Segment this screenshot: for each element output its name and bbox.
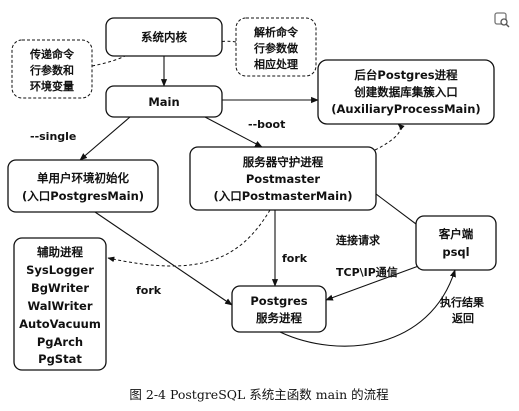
- label-fork-service: fork: [282, 252, 308, 265]
- label-single: --single: [30, 130, 76, 143]
- edge-main-single: [79, 116, 131, 161]
- node-postgres-service: Postgres 服务进程: [231, 285, 327, 333]
- label-boot: --boot: [248, 118, 285, 131]
- edges: [79, 40, 456, 347]
- node-client-line-2: psql: [442, 245, 469, 259]
- note-pass-line-3: 环境变量: [30, 79, 74, 93]
- edge-postmaster-background: [374, 123, 405, 151]
- node-aux-syslogger: SysLogger: [26, 263, 94, 277]
- edge-main-postmaster: [204, 116, 263, 148]
- label-result-line-1: 执行结果: [440, 295, 484, 309]
- note-parse-line-2: 行参数做: [253, 41, 299, 55]
- node-aux-pgstat: PgStat: [38, 352, 82, 366]
- node-client-line-1: 客户端: [438, 227, 474, 241]
- label-result-line-2: 返回: [452, 311, 474, 325]
- label-tcpip: TCP\IP通信: [336, 265, 398, 279]
- note-parse-line-3: 相应处理: [254, 57, 298, 71]
- node-postmaster: 服务器守护进程 Postmaster (入口PostmasterMain): [189, 146, 377, 211]
- node-single-user: 单用户环境初始化 (入口PostgresMain): [7, 159, 159, 213]
- label-fork-aux: fork: [136, 284, 162, 297]
- node-background-line-1: 后台Postgres进程: [354, 68, 458, 82]
- node-postmaster-line-2: Postmaster: [246, 172, 321, 186]
- node-main-label: Main: [148, 95, 179, 109]
- node-single-line-2: (入口PostgresMain): [22, 189, 144, 203]
- note-parse-args: 解析命令 行参数做 相应处理: [235, 17, 317, 77]
- label-connect: 连接请求: [336, 233, 381, 247]
- note-pass-line-2: 行参数和: [29, 63, 74, 77]
- edge-result-return: [279, 269, 456, 347]
- node-kernel-label: 系统内核: [141, 30, 187, 44]
- edge-single-service: [94, 211, 233, 306]
- node-service-line-2: 服务进程: [256, 311, 302, 325]
- node-auxiliary: 辅助进程 SysLogger BgWriter WalWriter AutoVa…: [13, 237, 107, 371]
- edge-labels: --single --boot fork fork 连接请求 TCP\IP通信 …: [30, 118, 484, 325]
- node-postmaster-line-3: (入口PostmasterMain): [213, 189, 352, 203]
- node-single-line-1: 单用户环境初始化: [37, 171, 129, 185]
- node-postmaster-line-1: 服务器守护进程: [243, 155, 324, 169]
- image-search-icon[interactable]: [494, 12, 510, 28]
- node-background-line-2: 创建数据库集簇入口: [353, 85, 458, 99]
- node-aux-bgwriter: BgWriter: [31, 281, 89, 295]
- figure-caption: 图 2-4 PostgreSQL 系统主函数 main 的流程: [129, 387, 389, 402]
- node-background-line-3: (AuxiliaryProcessMain): [331, 102, 480, 116]
- node-main: Main: [105, 85, 223, 118]
- note-pass-args: 传递命令 行参数和 环境变量: [11, 39, 93, 99]
- edge-postmaster-aux: [107, 209, 271, 267]
- edge-tcpip: [325, 263, 425, 301]
- node-kernel: 系统内核: [105, 17, 223, 57]
- node-aux-title: 辅助进程: [37, 245, 83, 259]
- node-aux-pgarch: PgArch: [37, 335, 83, 349]
- node-aux-walwriter: WalWriter: [27, 299, 92, 313]
- node-client: 客户端 psql: [415, 215, 497, 271]
- node-background: 后台Postgres进程 创建数据库集簇入口 (AuxiliaryProcess…: [317, 59, 495, 125]
- node-service-line-1: Postgres: [250, 294, 307, 308]
- note-parse-line-1: 解析命令: [254, 25, 299, 39]
- note-pass-line-1: 传递命令: [29, 47, 75, 61]
- node-aux-autovacuum: AutoVacuum: [19, 317, 101, 331]
